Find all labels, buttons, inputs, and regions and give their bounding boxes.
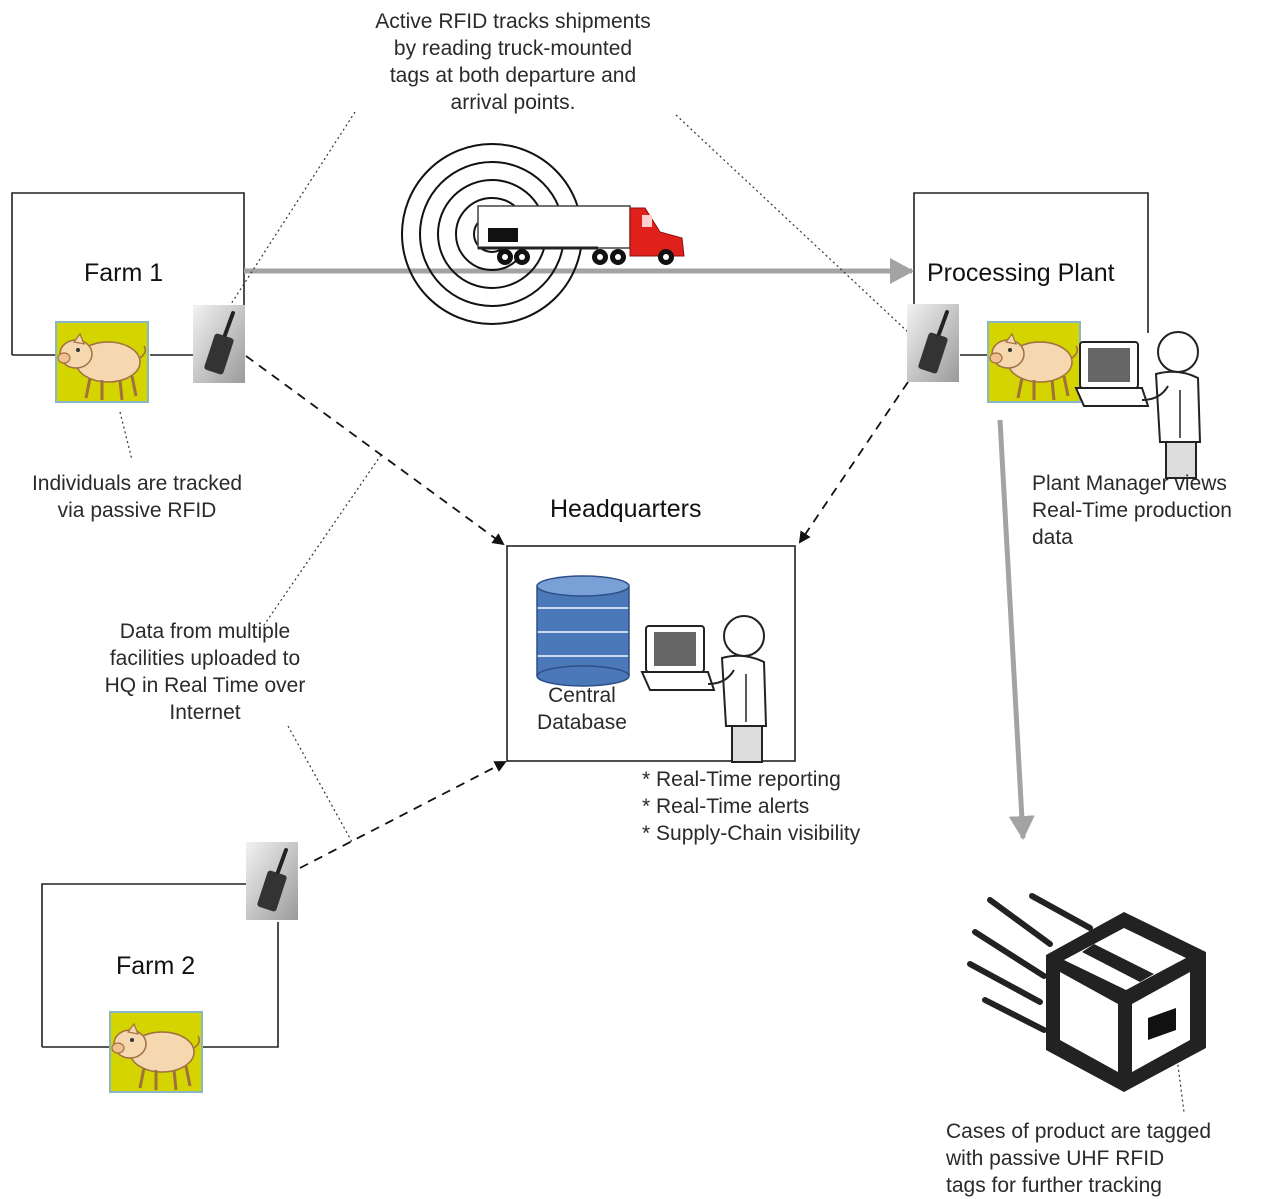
hq-box: [506, 545, 796, 762]
rfid-reader-icon: [244, 840, 300, 922]
note-line: Plant Manager views: [1032, 472, 1227, 495]
callout-line: [287, 725, 353, 843]
rfid-reader-icon: [905, 302, 961, 384]
pig-icon: [108, 1010, 204, 1094]
callout-line: [261, 454, 382, 629]
truck-icon: [477, 205, 685, 265]
callout-line: [221, 111, 356, 319]
laptop-user-icon: [641, 615, 767, 763]
note-line: arrival points.: [450, 91, 576, 114]
note-line: Cases of product are tagged: [946, 1120, 1212, 1143]
farm2-to-hq-arrow: [299, 761, 507, 869]
farm2-box: [41, 883, 246, 1047]
plant-manager-note: Plant Manager views Real-Time production…: [1032, 470, 1232, 551]
cases-note: Cases of product are tagged with passive…: [946, 1118, 1211, 1199]
farm2-label: Farm 2: [116, 952, 196, 980]
note-line: data: [1032, 526, 1073, 549]
central-database-label: Central Database: [523, 682, 641, 736]
product-flow-arrow: [997, 419, 1035, 840]
plant-box: [913, 192, 1149, 333]
feature-item: * Real-Time alerts: [642, 795, 810, 818]
feature-item: * Supply-Chain visibility: [642, 822, 861, 845]
note-line: Active RFID tracks shipments: [375, 10, 651, 33]
note-line: with passive UHF RFID: [946, 1147, 1165, 1170]
note-line: tags at both departure and: [389, 64, 637, 87]
hq-features-list: * Real-Time reporting * Real-Time alerts…: [642, 766, 860, 847]
laptop-user-icon: [1075, 331, 1201, 479]
note-line: by reading truck-mounted: [393, 37, 633, 60]
note-line: HQ in Real Time over: [104, 674, 306, 697]
pig-icon: [986, 320, 1082, 404]
processing-plant-label: Processing Plant: [927, 259, 1115, 287]
rfid-reader-icon: [191, 303, 247, 385]
farm1-to-hq-arrow: [245, 355, 505, 546]
product-box-icon: [967, 893, 1206, 1092]
pig-icon: [54, 320, 150, 404]
db-label-line: Central: [548, 684, 616, 707]
signal-rings-icon: [401, 143, 583, 325]
database-icon: [536, 575, 630, 687]
headquarters-label: Headquarters: [550, 495, 702, 523]
note-line: Data from multiple: [119, 620, 291, 643]
db-label-line: Database: [537, 711, 627, 734]
note-line: Real-Time production: [1032, 499, 1232, 522]
farm2-box-right: [202, 922, 279, 1048]
active-rfid-note: Active RFID tracks shipments by reading …: [345, 8, 681, 116]
data-upload-note: Data from multiple facilities uploaded t…: [60, 618, 350, 726]
plant-to-hq-arrow: [798, 381, 909, 544]
note-line: tags for further tracking: [946, 1174, 1162, 1197]
callout-line: [119, 411, 133, 461]
callout-line: [675, 114, 909, 333]
note-line: facilities uploaded to: [109, 647, 301, 670]
farm1-box: [11, 192, 245, 355]
individuals-note: Individuals are tracked via passive RFID: [8, 470, 266, 524]
farm1-label: Farm 1: [84, 259, 164, 287]
feature-item: * Real-Time reporting: [642, 768, 841, 791]
note-line: Internet: [169, 701, 241, 724]
note-line: via passive RFID: [57, 499, 217, 522]
note-line: Individuals are tracked: [31, 472, 243, 495]
